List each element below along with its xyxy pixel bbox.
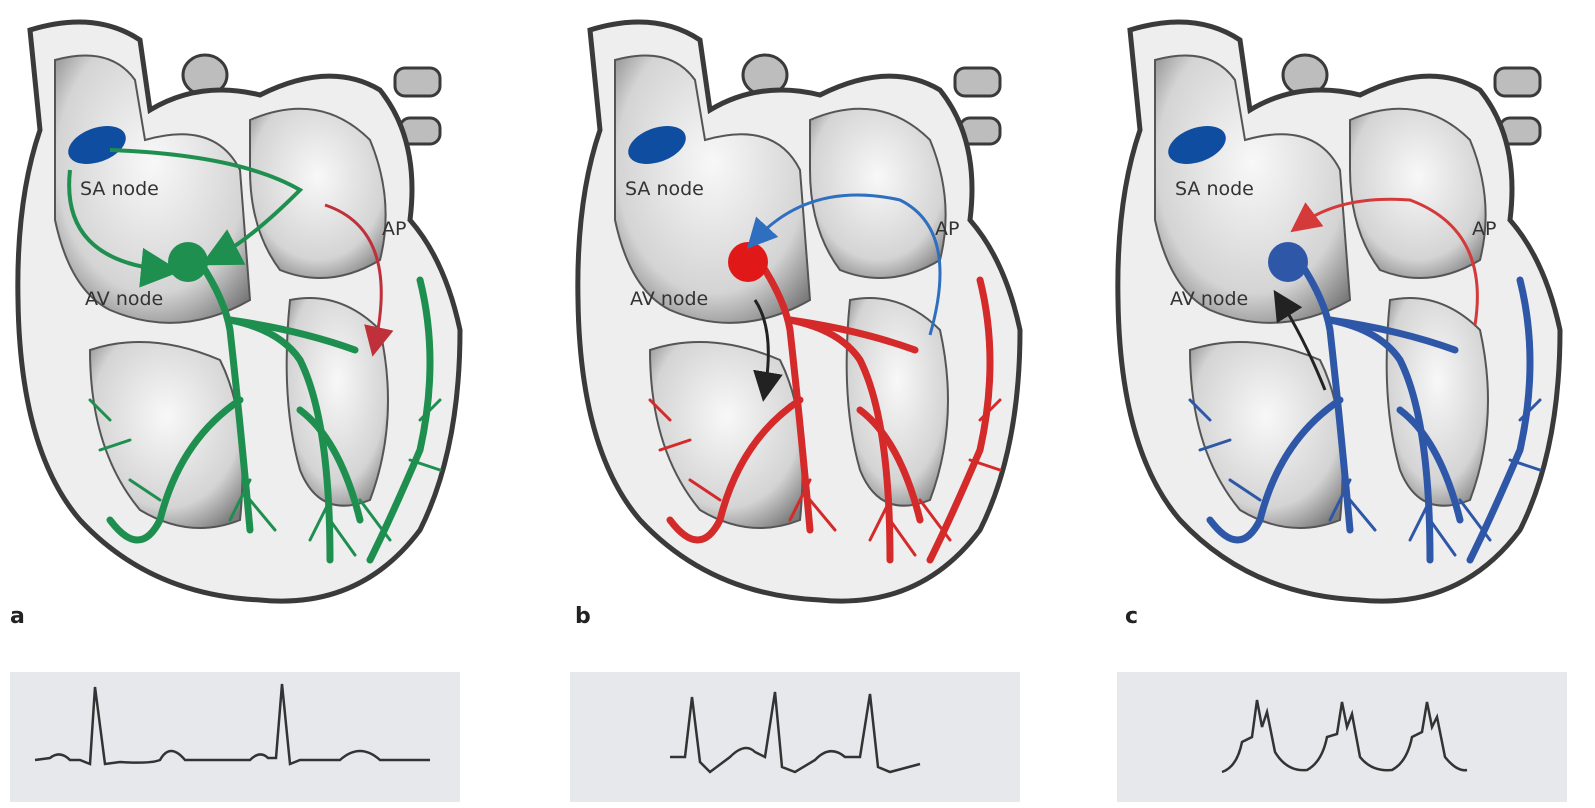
heart-diagram-a — [0, 0, 530, 660]
av-node-shape — [1268, 242, 1308, 282]
sa-node-label: SA node — [1175, 178, 1254, 200]
ecg-strip-a — [10, 672, 460, 802]
ecg-strip-c — [1117, 672, 1567, 802]
sa-node-label: SA node — [80, 178, 159, 200]
ap-label: AP — [382, 218, 406, 240]
ap-label: AP — [1472, 218, 1496, 240]
sa-node-label: SA node — [625, 178, 704, 200]
av-node-label: AV node — [85, 288, 163, 310]
ecg-strip-b — [570, 672, 1020, 802]
av-node-label: AV node — [630, 288, 708, 310]
av-node-shape — [728, 242, 768, 282]
panel-letter: b — [575, 604, 591, 629]
panel-letter: a — [10, 604, 25, 629]
panel-a: SA node AV node AP a — [0, 0, 530, 808]
panel-letter: c — [1125, 604, 1138, 629]
ecg-trace-a — [35, 684, 430, 764]
heart-diagram-b — [560, 0, 1090, 660]
ecg-trace-c — [1222, 700, 1467, 772]
panel-b: SA node AV node AP b — [560, 0, 1090, 808]
av-node-label: AV node — [1170, 288, 1248, 310]
heart-diagram-c — [1100, 0, 1595, 660]
panel-c: SA node AV node AP c — [1100, 0, 1595, 808]
ecg-trace-b — [670, 692, 920, 772]
av-node-shape — [168, 242, 208, 282]
ap-label: AP — [935, 218, 959, 240]
